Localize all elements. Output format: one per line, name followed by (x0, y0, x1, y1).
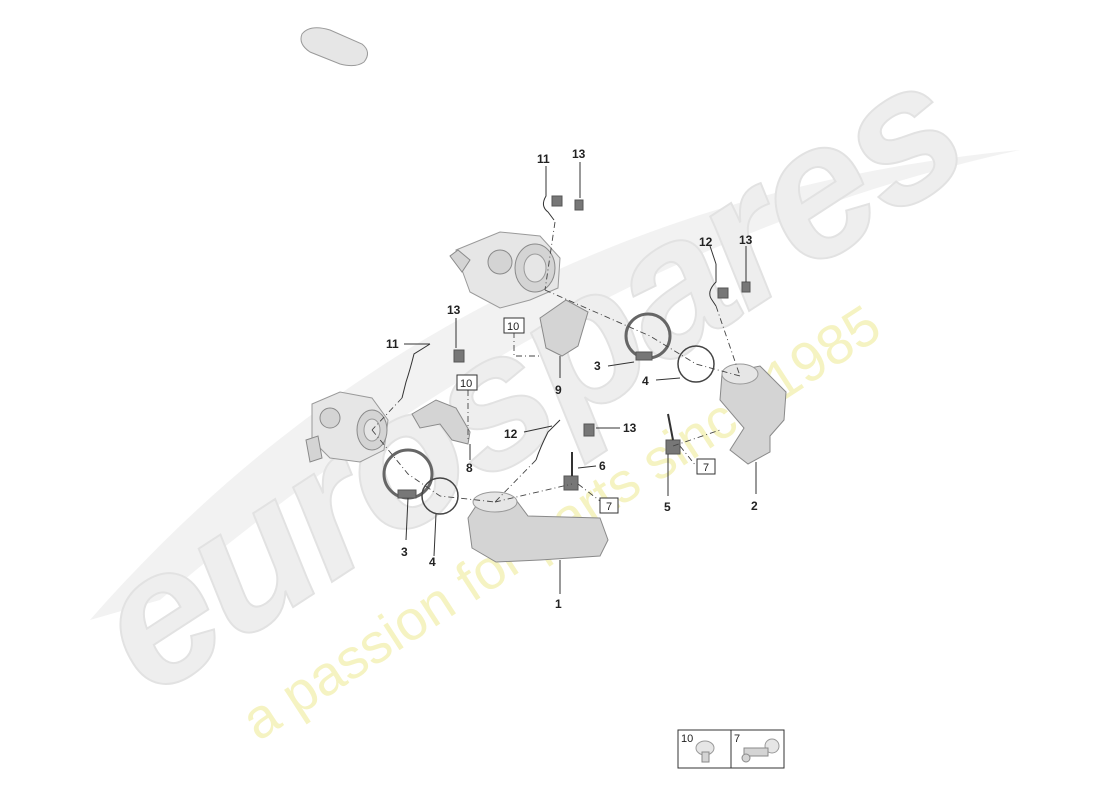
heat-shield-8 (411, 399, 471, 445)
boxed-callout-10-upper: 10 (503, 317, 525, 334)
callout-12-upper: 12 (699, 235, 713, 249)
callout-13-lower-b: 13 (623, 421, 637, 435)
callout-3-upper: 3 (594, 359, 601, 373)
assembly-lines (371, 221, 741, 505)
turbocharger-upper (449, 231, 561, 309)
fastener-legend: 10 7 (677, 729, 785, 769)
sensor-5 (665, 413, 681, 455)
callout-6: 6 (599, 459, 606, 473)
svg-text:7: 7 (703, 462, 709, 474)
callout-2: 2 (751, 499, 758, 513)
oxygen-sensor-11-lower (401, 343, 465, 399)
boxed-callout-7-lower: 7 (599, 497, 619, 514)
turbocharger-lower (305, 391, 389, 463)
svg-text:7: 7 (606, 501, 612, 513)
callout-4-upper: 4 (642, 374, 649, 388)
gasket-4-lower (421, 477, 459, 515)
rubber-pad (300, 27, 368, 67)
oxygen-sensor-11-upper (542, 170, 584, 221)
legend-label-10: 10 (681, 733, 693, 745)
boxed-callout-10-lower: 10 (456, 374, 478, 391)
bolt-7-icon (741, 738, 780, 763)
catalytic-converter-2 (719, 363, 787, 465)
watermark: eurospares a passion for parts since 198… (56, 19, 1020, 752)
gasket-4-upper (677, 345, 715, 383)
watermark-logo: eurospares (57, 20, 998, 734)
watermark-swoosh (90, 150, 1020, 620)
oxygen-sensor-12-lower (535, 419, 595, 461)
svg-text:10: 10 (460, 378, 472, 390)
legend-label-7: 7 (734, 733, 740, 745)
callout-1: 1 (555, 597, 562, 611)
leader-lines (404, 162, 757, 594)
callout-11-upper: 11 (537, 152, 550, 166)
callout-11-lower: 11 (386, 337, 399, 351)
callout-9: 9 (555, 383, 562, 397)
callout-3-lower: 3 (401, 545, 408, 559)
callout-13-upper-b: 13 (739, 233, 753, 247)
clamp-3-upper (624, 312, 672, 361)
screw-10-icon (695, 740, 715, 763)
svg-text:10: 10 (507, 321, 519, 333)
heat-shield-9 (539, 299, 589, 357)
boxed-callout-7-right: 7 (696, 458, 716, 475)
sensor-6 (563, 452, 579, 491)
callout-12-lower: 12 (504, 427, 518, 441)
callout-13-upper-a: 13 (572, 147, 586, 161)
callout-8: 8 (466, 461, 473, 475)
callout-5: 5 (664, 500, 671, 514)
callout-4-lower: 4 (429, 555, 436, 569)
callout-13-lower-a: 13 (447, 303, 461, 317)
